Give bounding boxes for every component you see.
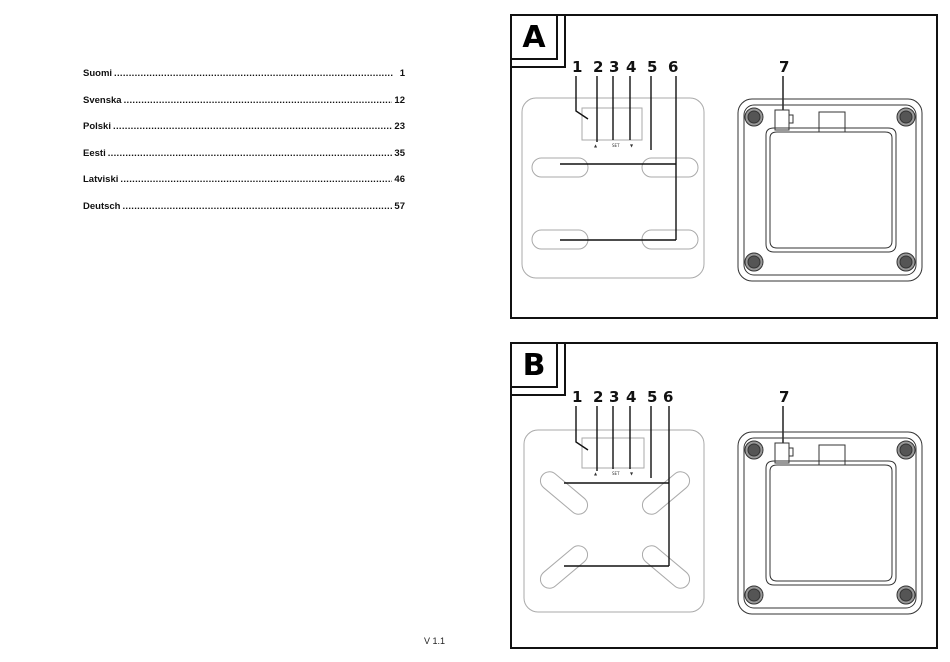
toc-leader [124, 95, 393, 106]
callout-7: 7 [779, 388, 789, 406]
callout-2: 2 [593, 388, 603, 406]
toc-language: Deutsch [83, 201, 120, 212]
toc-page: 23 [394, 121, 405, 132]
scale-back-view [738, 99, 922, 281]
toc-language: Svenska [83, 95, 122, 106]
toc-row[interactable]: Eesti 35 [83, 148, 405, 175]
svg-text:▲: ▲ [594, 471, 598, 476]
callout-1: 1 [572, 58, 582, 76]
toc-leader [113, 121, 392, 132]
version-label: V 1.1 [424, 636, 445, 646]
callout-1: 1 [572, 388, 582, 406]
callout-3: 3 [609, 388, 619, 406]
callout-6: 6 [663, 388, 673, 406]
toc-language: Polski [83, 121, 111, 132]
toc-language: Eesti [83, 148, 106, 159]
toc-page: 35 [394, 148, 405, 159]
scale-diagram-a: 1 2 3 4 5 6 7 ▲ SET ▼ [512, 16, 940, 321]
toc-page: 57 [394, 201, 405, 212]
toc-row[interactable]: Suomi 1 [83, 68, 405, 95]
toc-row[interactable]: Svenska 12 [83, 95, 405, 122]
toc-leader [120, 174, 392, 185]
toc-page: 12 [394, 95, 405, 106]
callout-4: 4 [626, 58, 636, 76]
toc-leader [122, 201, 392, 212]
svg-text:▼: ▼ [630, 471, 634, 476]
toc-row[interactable]: Deutsch 57 [83, 201, 405, 228]
toc-row[interactable]: Latviski 46 [83, 174, 405, 201]
callout-7: 7 [779, 58, 789, 76]
toc-language: Suomi [83, 68, 112, 79]
callout-6: 6 [668, 58, 678, 76]
toc-row[interactable]: Polski 23 [83, 121, 405, 148]
callout-3: 3 [609, 58, 619, 76]
svg-text:▼: ▼ [630, 143, 634, 148]
callout-4: 4 [626, 388, 636, 406]
figure-b: B 1 2 3 4 5 6 7 ▲ SET ▼ [510, 342, 938, 649]
set-label: SET [612, 143, 620, 148]
svg-text:▲: ▲ [594, 143, 598, 148]
toc-language: Latviski [83, 174, 118, 185]
toc-page: 46 [394, 174, 405, 185]
callout-5: 5 [647, 388, 657, 406]
callout-5: 5 [647, 58, 657, 76]
scale-diagram-b: 1 2 3 4 5 6 7 ▲ SET ▼ [512, 344, 940, 651]
toc-page: 1 [395, 68, 405, 79]
figure-a: A 1 2 3 4 5 6 7 ▲ SET ▼ [510, 14, 938, 319]
callout-2: 2 [593, 58, 603, 76]
toc-leader [108, 148, 393, 159]
scale-front-view: ▲ SET ▼ [524, 430, 704, 612]
scale-back-view [738, 432, 922, 614]
set-label: SET [612, 471, 620, 476]
table-of-contents: Suomi 1 Svenska 12 Polski 23 Eesti 35 La… [83, 68, 405, 227]
toc-leader [114, 68, 393, 79]
